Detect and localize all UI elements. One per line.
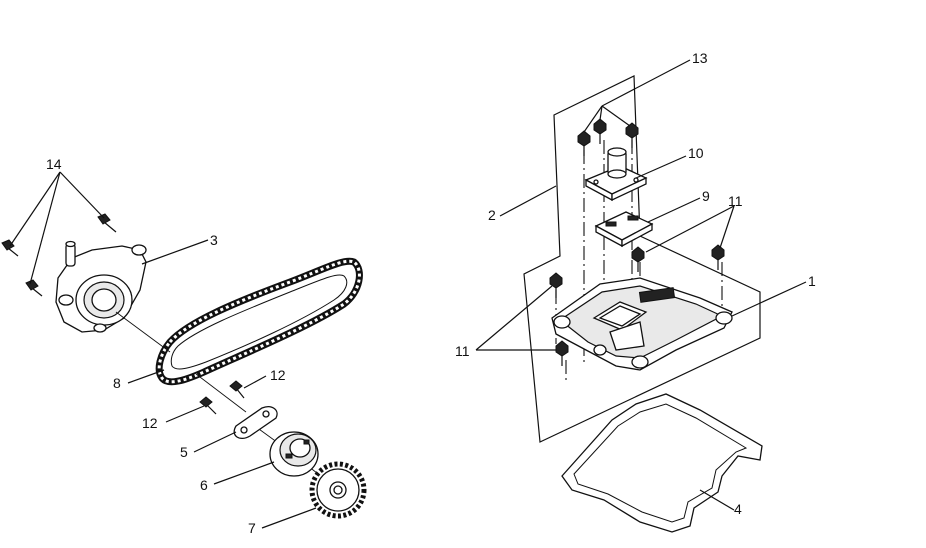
part-5-retainer-plate bbox=[233, 406, 278, 440]
callout-3: 3 bbox=[210, 232, 218, 248]
part-6-sprocket-hub bbox=[269, 431, 319, 477]
part-11-bolt-a bbox=[631, 246, 645, 272]
part-7-cam-sprocket bbox=[309, 461, 367, 519]
callout-12-lower: 12 bbox=[142, 415, 158, 431]
callout-7: 7 bbox=[248, 520, 256, 536]
part-12-bolt-lower bbox=[199, 396, 217, 415]
callout-6: 6 bbox=[200, 477, 208, 493]
callout-14: 14 bbox=[46, 156, 62, 172]
leader-lines-right bbox=[475, 59, 807, 511]
callout-5: 5 bbox=[180, 444, 188, 460]
part-8-timing-chain bbox=[155, 257, 363, 386]
part-1-valve-cover bbox=[551, 277, 733, 371]
callout-13: 13 bbox=[692, 50, 708, 66]
callout-11-upper: 11 bbox=[728, 193, 743, 209]
part-9-reed-plate bbox=[594, 211, 654, 248]
part-11-bolt-c bbox=[549, 272, 563, 298]
callout-2: 2 bbox=[488, 207, 496, 223]
part-14-bolt-b bbox=[97, 213, 117, 233]
part-11-bolt-d bbox=[555, 340, 569, 366]
axis-line-middle bbox=[195, 373, 247, 413]
leader-lines-left bbox=[9, 171, 317, 529]
callout-4: 4 bbox=[734, 501, 742, 517]
callout-10: 10 bbox=[688, 145, 704, 161]
callout-1: 1 bbox=[808, 273, 816, 289]
part-14-bolt-c bbox=[25, 279, 43, 297]
callout-8: 8 bbox=[113, 375, 121, 391]
part-13-bolt-c bbox=[625, 122, 639, 148]
part-3-tensioner-housing bbox=[55, 240, 147, 333]
part-4-cover-gasket bbox=[561, 393, 763, 533]
part-13-bolt-a bbox=[577, 130, 591, 156]
callout-11-lower: 11 bbox=[455, 343, 470, 359]
callout-9: 9 bbox=[702, 188, 710, 204]
part-11-bolt-b bbox=[711, 244, 725, 270]
part-12-bolt-upper bbox=[229, 380, 245, 399]
part-10-breather-cover bbox=[584, 147, 648, 202]
callout-12-upper: 12 bbox=[270, 367, 286, 383]
part-14-bolt-a bbox=[1, 239, 19, 257]
axis-line-upper bbox=[115, 311, 171, 353]
